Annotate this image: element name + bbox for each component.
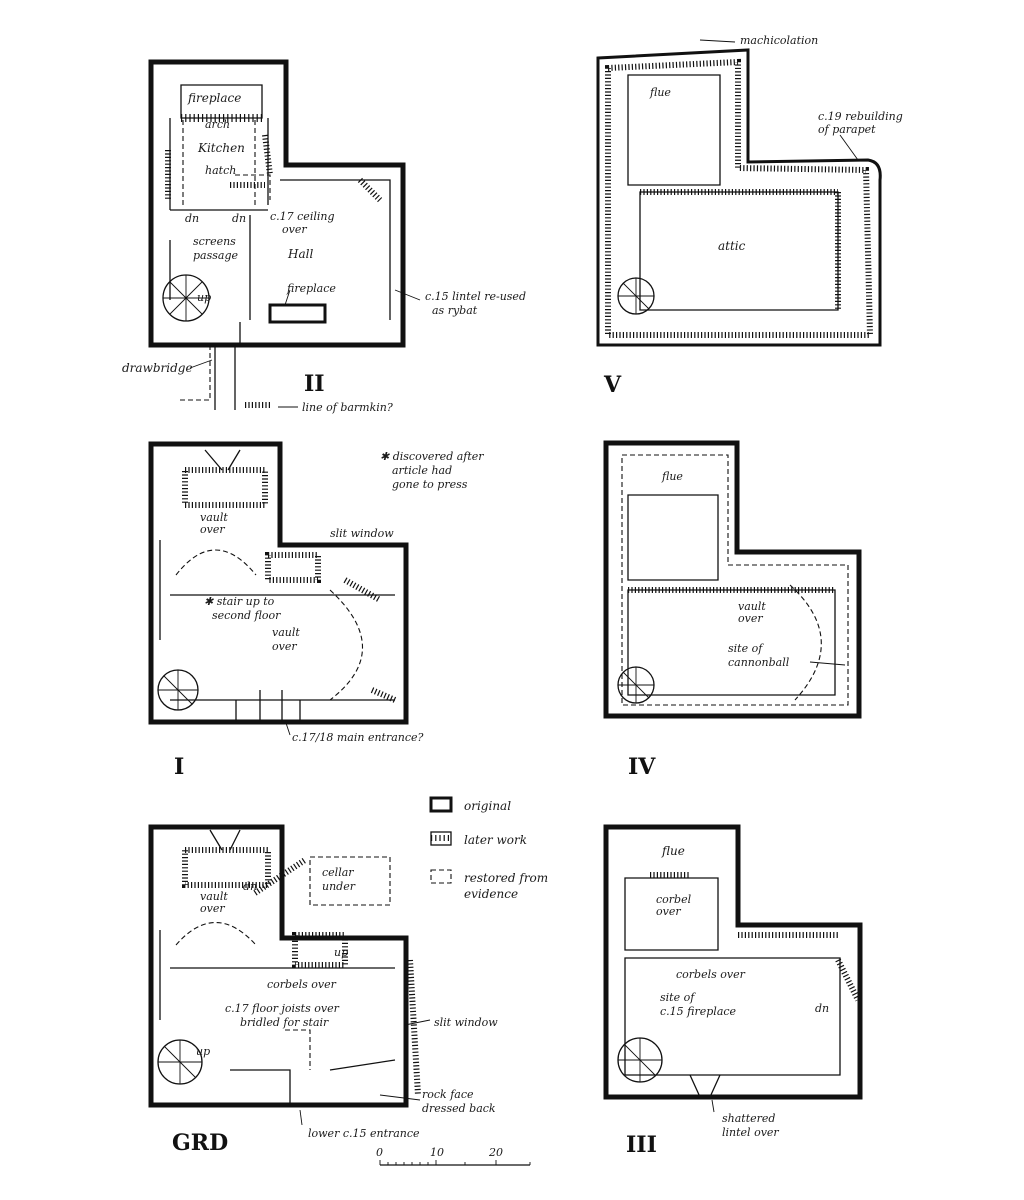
plan-ii: fireplace arch Kitchen hatch dn dn c.17 … [122, 59, 526, 414]
ceiling-label: c.17 ceiling [270, 210, 335, 223]
scale-tick-label: 10 [430, 1146, 444, 1159]
plan-title: II [304, 371, 325, 397]
flue-label: flue [661, 470, 683, 483]
vault-label: vault [200, 511, 228, 524]
vault-label: vault [200, 890, 228, 903]
note-label-2: article had [392, 464, 452, 477]
up-label: up [197, 291, 211, 304]
scale-bar: 0 10 20 [376, 1146, 531, 1166]
stair-label: ✱ stair up to [204, 595, 275, 608]
hall-label: Hall [287, 247, 313, 261]
lintel-label: shattered [722, 1112, 775, 1125]
drawbridge-label: drawbridge [122, 361, 193, 375]
lintel-label-2: as rybat [432, 304, 478, 317]
corbels-label: corbels over [267, 978, 337, 991]
plan-i: vault over slit window ✱ stair up to sec… [148, 441, 484, 780]
joists-label-2: bridled for stair [240, 1016, 329, 1029]
fireplace-label-2: fireplace [286, 282, 336, 295]
machicolation-label: machicolation [740, 34, 818, 47]
stair-label-2: second floor [212, 609, 281, 622]
site-label: site of [728, 642, 764, 655]
arch-label: arch [205, 118, 230, 131]
kitchen-label: Kitchen [197, 141, 245, 155]
corbels-label: corbels over [676, 968, 746, 981]
rock-face-label: rock face [422, 1088, 474, 1101]
lintel-label: c.15 lintel re-used [425, 290, 526, 303]
legend-restored-swatch [430, 869, 452, 884]
flue-label: flue [661, 844, 685, 858]
rock-face-label-2: dressed back [422, 1102, 496, 1115]
rebuild-label-2: of parapet [818, 123, 876, 136]
ceiling-label-2: over [282, 223, 307, 236]
lintel-label-2: lintel over [722, 1126, 779, 1139]
up-label: up [334, 946, 348, 959]
plan-title: III [626, 1132, 657, 1158]
plan-grd: cellar under dn vault over up corbels ov… [148, 824, 498, 1156]
vault-over-label-2: over [272, 640, 297, 653]
plan-iii: flue corbel over corbels over site of c.… [603, 824, 863, 1158]
corbel-over-label: over [656, 905, 681, 918]
dn-label: dn [185, 212, 199, 225]
plan-grd-outer-wall [148, 824, 409, 1108]
legend-original-label: original [464, 799, 511, 813]
plan-ii-outer-wall [148, 59, 406, 348]
slit-window-label: slit window [434, 1016, 498, 1029]
site-label: site of [660, 991, 696, 1004]
plan-title: I [174, 754, 184, 780]
scale-tick-label: 0 [376, 1146, 383, 1159]
plan-iv: flue vault over site of cannonball IV [603, 440, 862, 780]
entrance-label: lower c.15 entrance [308, 1127, 420, 1140]
plan-title: GRD [172, 1130, 228, 1156]
plan-title: V [603, 372, 622, 398]
entrance-label: c.17/18 main entrance? [292, 731, 424, 744]
legend-restored-label: restored from [464, 871, 548, 885]
dn-label: dn [232, 212, 246, 225]
attic-label: attic [718, 239, 746, 253]
cellar-under-label: under [322, 880, 356, 893]
legend-original-swatch [429, 796, 453, 813]
note-label-3: gone to press [392, 478, 468, 491]
vault-over-label: over [200, 523, 225, 536]
vault-label-2: vault [272, 626, 300, 639]
vault-over-label: over [200, 902, 225, 915]
flue-label: flue [649, 86, 671, 99]
plan-iv-outer-wall [603, 440, 862, 719]
barmkin-label: line of barmkin? [302, 401, 393, 414]
plan-i-outer-wall [148, 441, 409, 725]
slit-window-label: slit window [330, 527, 394, 540]
passage-label: passage [193, 249, 238, 262]
plan-iii-outer-wall [603, 824, 863, 1100]
rebuild-label: c.19 rebuilding [818, 110, 903, 123]
cannonball-label: cannonball [728, 656, 790, 669]
legend: original later work restored from eviden… [429, 796, 548, 901]
fireplace-label: fireplace [187, 91, 241, 105]
dn-label: dn [243, 880, 257, 893]
vault-over-label: over [738, 612, 763, 625]
plan-v-parapet [596, 48, 882, 347]
vault-label: vault [738, 600, 766, 613]
up-label-2: up [196, 1045, 210, 1058]
note-label: ✱ discovered after [380, 450, 484, 463]
screens-label: screens [193, 235, 236, 248]
legend-later-label: later work [464, 833, 527, 847]
scale-tick-label: 20 [488, 1146, 503, 1159]
dn-label: dn [815, 1002, 829, 1015]
joists-label: c.17 floor joists over [225, 1002, 340, 1015]
cellar-label: cellar [322, 866, 354, 879]
plan-v: machicolation flue c.19 rebuilding of pa… [596, 34, 903, 398]
legend-restored-label-2: evidence [464, 887, 518, 901]
hatch-label: hatch [205, 164, 236, 177]
plan-title: IV [628, 754, 656, 780]
corbel-label: corbel [656, 893, 692, 906]
fireplace-label: c.15 fireplace [660, 1005, 737, 1018]
